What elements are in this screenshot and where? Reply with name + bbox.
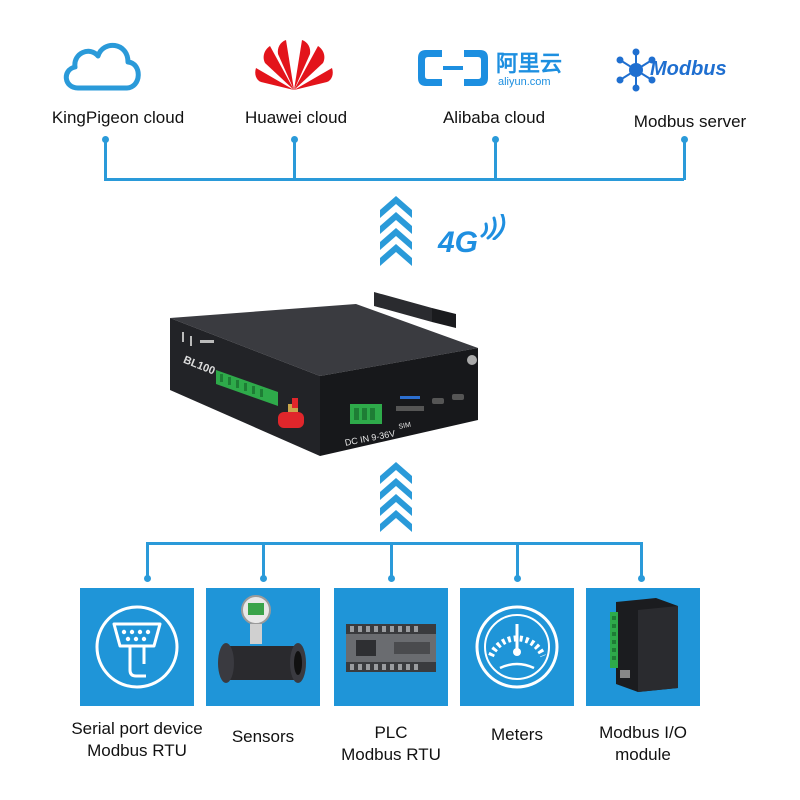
cloud-drop-line-2: [293, 140, 296, 180]
device-connector-dot-5: [638, 575, 645, 582]
cloud-drop-line-3: [494, 140, 497, 180]
device-tile-meters: [460, 588, 574, 706]
cloud-connector-dot-3: [492, 136, 499, 143]
aliyun-url-text: aliyun.com: [498, 76, 551, 88]
cloud-drop-line-1: [104, 140, 107, 180]
cloud-label-kingpigeon: KingPigeon cloud: [51, 108, 185, 127]
device-drop-line-1: [146, 542, 149, 578]
modbus-logo-icon: Modbus: [614, 44, 764, 96]
device-label-serial: Serial port device Modbus RTU: [30, 718, 244, 762]
device-tile-plc: [334, 588, 448, 706]
network-4g-label: 4G: [438, 226, 479, 259]
device-connector-dot-2: [260, 575, 267, 582]
downlink-arrows-icon: [380, 462, 412, 532]
io-module-icon: [610, 598, 678, 692]
device-label-plc-line2: Modbus RTU: [341, 745, 441, 764]
aliyun-chinese-text: 阿里云: [496, 52, 563, 77]
device-drop-line-3: [390, 542, 393, 578]
device-label-io-line2: module: [615, 745, 671, 764]
serial-port-icon: [95, 605, 179, 689]
device-label-serial-line1: Serial port device: [71, 719, 203, 738]
gateway-device: [170, 292, 478, 456]
cloud-connector-dot-4: [681, 136, 688, 143]
cloud-label-alibaba: Alibaba cloud: [442, 108, 546, 127]
device-label-io-module: Modbus I/O module: [568, 722, 718, 766]
device-drop-line-5: [640, 542, 643, 578]
cloud-label-modbus: Modbus server: [633, 112, 747, 131]
cloud-connector-dot-1: [102, 136, 109, 143]
cloud-bus-line: [104, 178, 684, 181]
huawei-logo-icon: [255, 40, 333, 90]
device-label-meters: Meters: [442, 724, 592, 746]
device-connector-dot-4: [514, 575, 521, 582]
cloud-icon: [63, 43, 141, 91]
device-label-sensors-line1: Sensors: [231, 727, 295, 746]
modbus-wordmark-text: Modbus: [650, 58, 727, 80]
flowmeter-sensor-icon: [218, 595, 306, 683]
device-label-meters-line1: Meters: [491, 725, 543, 744]
signal-waves-icon: [480, 214, 506, 240]
uplink-arrows-icon: [380, 196, 412, 266]
meter-gauge-icon: [475, 605, 559, 689]
device-label-plc-line1: PLC: [374, 723, 408, 742]
device-tile-sensors: [206, 588, 320, 706]
device-connector-dot-1: [144, 575, 151, 582]
aliyun-logo-icon: 阿里云 aliyun.com: [416, 46, 576, 96]
device-bus-line: [146, 542, 642, 545]
cloud-label-huawei: Huawei cloud: [244, 108, 348, 127]
device-connector-dot-3: [388, 575, 395, 582]
device-drop-line-2: [262, 542, 265, 578]
cloud-drop-line-4: [683, 140, 686, 180]
plc-icon: [346, 624, 436, 672]
device-drop-line-4: [516, 542, 519, 578]
device-label-sensors: Sensors: [188, 726, 338, 748]
device-label-io-line1: Modbus I/O: [599, 723, 687, 742]
device-tile-serial: [80, 588, 194, 706]
device-label-serial-line2: Modbus RTU: [87, 741, 187, 760]
cloud-connector-dot-2: [291, 136, 298, 143]
device-tile-io-module: [586, 588, 700, 706]
device-label-plc: PLC Modbus RTU: [316, 722, 466, 766]
